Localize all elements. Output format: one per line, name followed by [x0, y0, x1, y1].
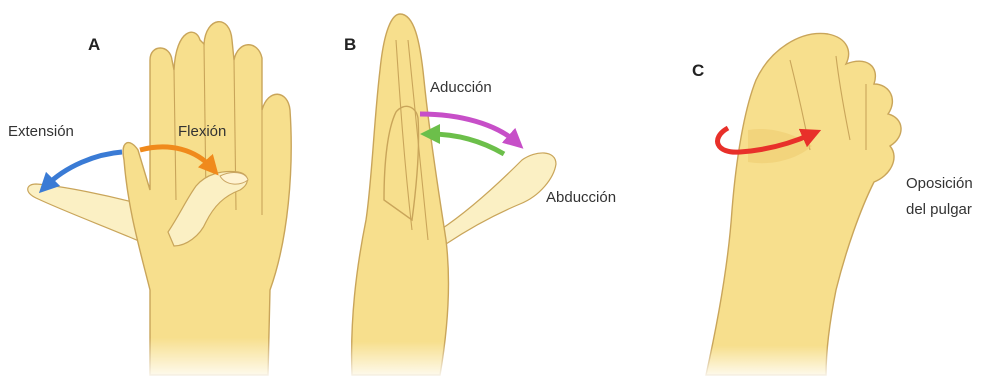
label-extension: Extensión	[8, 123, 74, 140]
panel-letter-a: A	[88, 35, 100, 54]
panel-b: B Aducción Abducción	[330, 14, 616, 376]
label-abduction: Abducción	[546, 189, 616, 206]
abduction-arrow	[430, 134, 504, 154]
extension-arrow	[46, 152, 122, 186]
label-thumb: del pulgar	[906, 201, 972, 218]
label-flexion: Flexión	[178, 123, 226, 140]
panel-letter-b: B	[344, 35, 356, 54]
panel-c: C Oposición del pulgar	[690, 33, 973, 376]
panel-a: A Extensión Flexión	[0, 22, 330, 376]
abducted-thumb-illustration	[440, 153, 556, 244]
label-opposition: Oposición	[906, 175, 973, 192]
panel-letter-c: C	[692, 61, 704, 80]
label-adduction: Aducción	[430, 79, 492, 96]
